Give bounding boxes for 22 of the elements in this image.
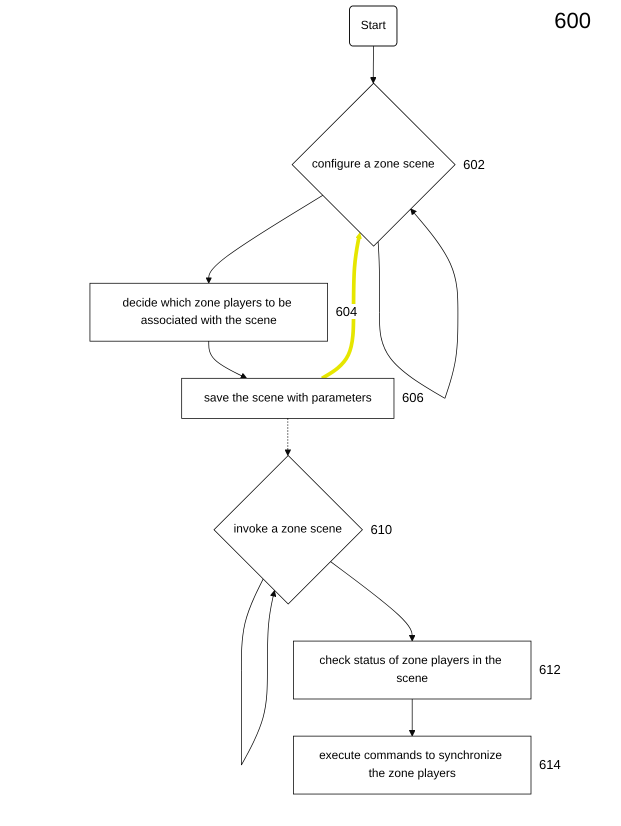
arrow — [378, 208, 458, 399]
reference-numeral: 602 — [461, 156, 487, 172]
arrow — [408, 698, 416, 736]
node-diamond: invoke a zone scene — [214, 455, 363, 604]
arrow — [208, 340, 248, 379]
node-box: check status of zone players in the scene — [293, 640, 532, 700]
node-box: save the scene with parameters — [181, 378, 394, 419]
reference-numeral: 614 — [537, 757, 563, 772]
figure-number: 600 — [554, 8, 591, 34]
node-box: execute commands to synchronize the zone players — [293, 736, 532, 794]
arrow — [284, 418, 292, 456]
node-diamond: configure a zone scene — [292, 82, 456, 247]
reference-numeral: 610 — [368, 522, 394, 537]
arrow — [321, 232, 362, 380]
arrow — [241, 578, 276, 766]
arrow — [206, 195, 323, 284]
reference-numeral: 612 — [537, 662, 563, 678]
reference-numeral: 606 — [400, 390, 426, 406]
node-box: decide which zone players to be associated with the scene — [90, 282, 328, 342]
reference-numeral: 604 — [334, 304, 360, 320]
arrow — [370, 46, 377, 84]
arrow — [330, 561, 416, 642]
